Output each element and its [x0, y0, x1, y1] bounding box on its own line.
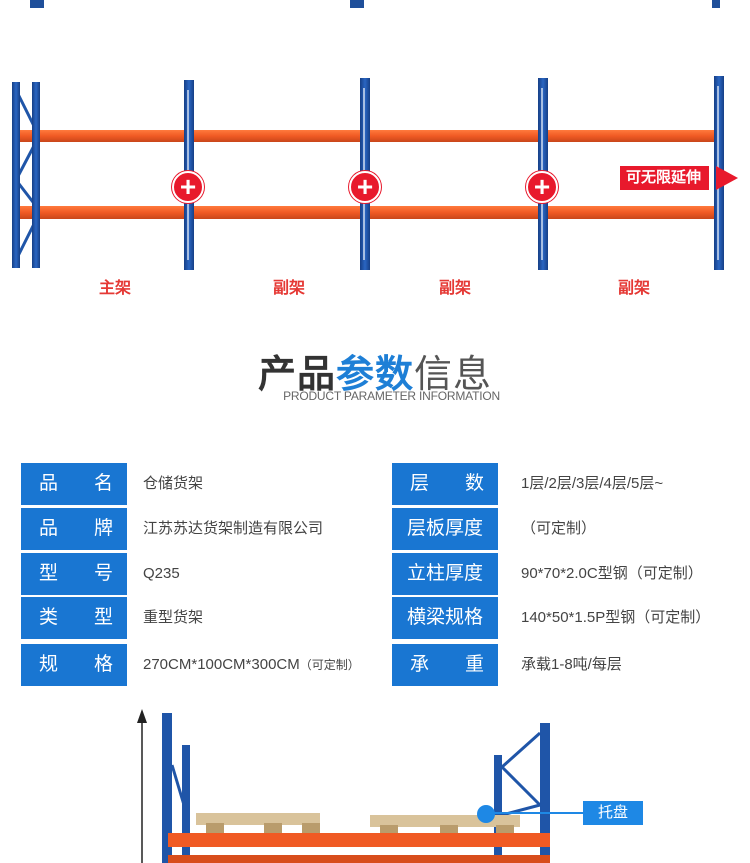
param-label-char: 规	[39, 654, 59, 675]
param-label-char: 型	[39, 563, 59, 584]
param-value: 140*50*1.5P型钢（可定制）	[521, 609, 711, 626]
wooden-pallet	[196, 813, 520, 835]
section-subtitle: PRODUCT PARAMETER INFORMATION	[283, 389, 500, 403]
param-value: 90*70*2.0C型钢（可定制）	[521, 565, 703, 582]
top-image-remnant-right	[712, 0, 720, 8]
upright-left-a	[162, 713, 172, 863]
rack-label-sub-1: 副架	[272, 280, 305, 297]
section-title: 产品参数信息	[0, 343, 750, 398]
rack-label-sub-3: 副架	[617, 280, 650, 297]
param-value: 承载1-8吨/每层	[521, 656, 622, 673]
param-row: 品名 仓储货架 层数 1层/2层/3层/4层/5层~	[21, 463, 741, 505]
upright-right-b	[540, 723, 550, 863]
param-label-char: 格	[93, 654, 113, 675]
upright-right-a	[494, 755, 502, 863]
param-label: 类型	[21, 597, 127, 639]
param-value: （可定制）	[521, 520, 597, 537]
param-label-char: 数	[464, 473, 484, 494]
param-label-char: 品	[39, 518, 59, 539]
param-value: 江苏苏达货架制造有限公司	[143, 520, 324, 537]
section-title-part1: 产品	[257, 354, 336, 396]
pallet-rack-diagram	[137, 709, 583, 863]
upright-left-b	[182, 745, 190, 863]
param-value: 1层/2层/3层/4层/5层~	[521, 475, 664, 492]
height-arrow-head-icon	[137, 709, 147, 723]
param-label: 品牌	[21, 508, 127, 550]
param-row: 品牌 江苏苏达货架制造有限公司 层板厚度 （可定制）	[21, 508, 741, 550]
top-image-remnant-mid	[350, 0, 364, 8]
arrow-right-icon	[716, 166, 738, 190]
param-label-char: 品	[39, 473, 59, 494]
param-label: 品名	[21, 463, 127, 505]
param-label-char: 名	[93, 473, 113, 494]
rack-label-main: 主架	[98, 280, 131, 297]
param-value-note: （可定制）	[299, 658, 360, 672]
param-label-char: 层	[410, 473, 430, 494]
param-value: 仓储货架	[143, 475, 204, 492]
top-image-remnant-left	[30, 0, 44, 8]
beam-front	[168, 833, 550, 847]
add-rack-plus-icon-1: +	[172, 171, 204, 203]
add-rack-plus-icon-2: +	[349, 171, 381, 203]
tray-label: 托盘	[583, 801, 643, 825]
param-label-char: 牌	[93, 518, 113, 539]
param-value-text: 270CM*100CM*300CM	[143, 656, 300, 673]
section-title-part2: 参数	[335, 354, 414, 396]
param-value: 重型货架	[143, 609, 204, 626]
param-row: 类型 重型货架 横梁规格 140*50*1.5P型钢（可定制）	[21, 597, 741, 639]
add-rack-plus-icon-3: +	[526, 171, 558, 203]
param-value: 270CM*100CM*300CM（可定制）	[143, 644, 360, 686]
param-label: 层数	[392, 463, 498, 505]
extend-label: 可无限延伸	[620, 166, 710, 190]
param-label: 承重	[392, 644, 498, 686]
param-label: 立柱厚度	[392, 553, 498, 595]
param-label-char: 承	[410, 654, 430, 675]
param-value: Q235	[143, 565, 180, 582]
param-label: 层板厚度	[392, 508, 498, 550]
param-label-char: 类	[39, 607, 59, 628]
param-label-char: 型	[93, 607, 113, 628]
param-label: 规格	[21, 644, 127, 686]
param-label-char: 号	[93, 563, 113, 584]
section-title-part3: 信息	[414, 354, 493, 396]
param-row: 型号 Q235 立柱厚度 90*70*2.0C型钢（可定制）	[21, 553, 741, 595]
beam-lower	[168, 855, 550, 863]
param-label-char: 重	[464, 654, 484, 675]
rack-label-sub-2: 副架	[438, 280, 471, 297]
tray-pointer-dot	[477, 805, 495, 823]
right-bracing	[500, 731, 542, 817]
param-label: 横梁规格	[392, 597, 498, 639]
upright-main-right	[32, 82, 40, 268]
param-row: 规格 270CM*100CM*300CM（可定制） 承重 承载1-8吨/每层	[21, 644, 741, 686]
upright-main-left	[12, 82, 20, 268]
param-label: 型号	[21, 553, 127, 595]
